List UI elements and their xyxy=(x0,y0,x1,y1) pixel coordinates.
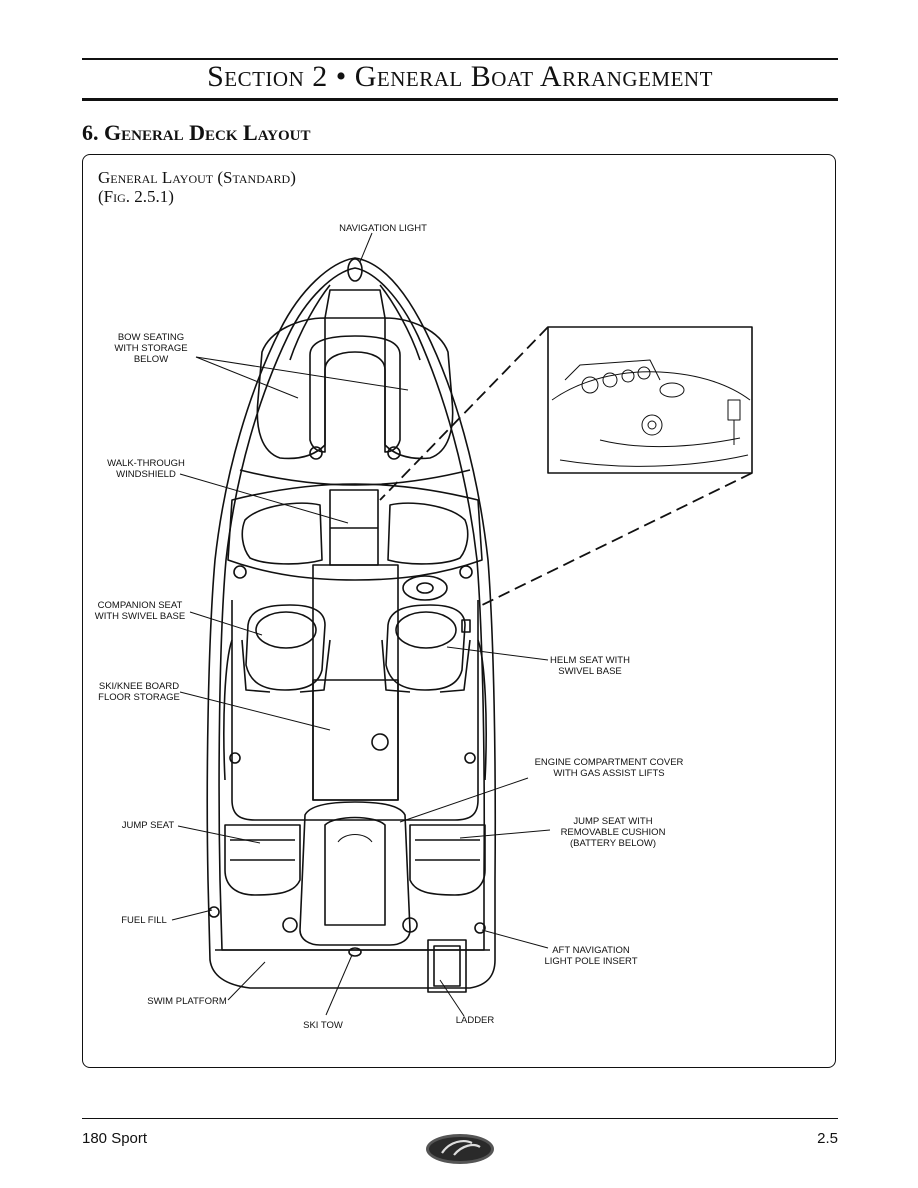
companion-seat xyxy=(245,604,326,691)
label-walk-through-windshield: WALK-THROUGH WINDSHIELD xyxy=(107,458,185,480)
label-companion-seat: COMPANION SEAT WITH SWIVEL BASE xyxy=(94,600,186,622)
label-engine-cover: ENGINE COMPARTMENT COVER WITH GAS ASSIST… xyxy=(534,757,684,779)
navigation-light-icon xyxy=(347,258,363,282)
figure-caption-number: (Fig. 2.5.1) xyxy=(98,187,174,206)
section-title: Section 2 • General Boat Arrangement xyxy=(207,60,713,93)
helm-seat xyxy=(385,604,466,691)
jump-seat-left xyxy=(224,824,301,896)
label-ski-storage: SKI/KNEE BOARD FLOOR STORAGE xyxy=(98,681,180,703)
helm-detail-inset xyxy=(547,326,753,474)
windshield xyxy=(227,483,483,581)
label-fuel-fill: FUEL FILL xyxy=(121,915,167,926)
figure-caption-title: General Layout (Standard) xyxy=(98,168,296,187)
label-navigation-light: NAVIGATION LIGHT xyxy=(339,223,427,234)
footer-page-number: 2.5 xyxy=(817,1130,838,1147)
ski-tow-icon xyxy=(348,947,362,957)
footer-rule xyxy=(82,1118,838,1119)
fuel-fill-icon xyxy=(208,906,220,918)
label-aft-nav-light: AFT NAVIGATION LIGHT POLE INSERT xyxy=(544,945,638,967)
label-helm-seat: HELM SEAT WITH SWIVEL BASE xyxy=(550,655,630,677)
bow-seat-left xyxy=(256,317,326,460)
top-rule-thick xyxy=(82,98,838,101)
bow-seat-right xyxy=(384,317,454,460)
label-ladder: LADDER xyxy=(455,1015,495,1026)
ladder xyxy=(427,939,467,993)
label-jump-seat-cushion: JUMP SEAT WITH REMOVABLE CUSHION (BATTER… xyxy=(560,816,666,849)
brand-logo-icon xyxy=(426,1134,494,1164)
label-bow-seating: BOW SEATING WITH STORAGE BELOW xyxy=(114,332,188,365)
label-swim-platform: SWIM PLATFORM xyxy=(147,996,227,1007)
hull-outline xyxy=(206,257,497,989)
aft-nav-light-icon xyxy=(474,922,486,934)
figure-frame xyxy=(82,154,836,1068)
jump-seat-right xyxy=(409,824,486,896)
inset-steering-icon xyxy=(641,414,663,436)
engine-cover xyxy=(299,801,411,946)
steering-wheel-icon xyxy=(402,575,448,601)
footer-model: 180 Sport xyxy=(82,1130,148,1147)
top-rule-thin xyxy=(82,58,838,60)
label-jump-seat: JUMP SEAT xyxy=(121,820,175,831)
figure-caption: General Layout (Standard) (Fig. 2.5.1) xyxy=(98,168,296,206)
label-ski-tow: SKI TOW xyxy=(303,1020,343,1031)
subsection-title: 6. General Deck Layout xyxy=(82,120,311,145)
